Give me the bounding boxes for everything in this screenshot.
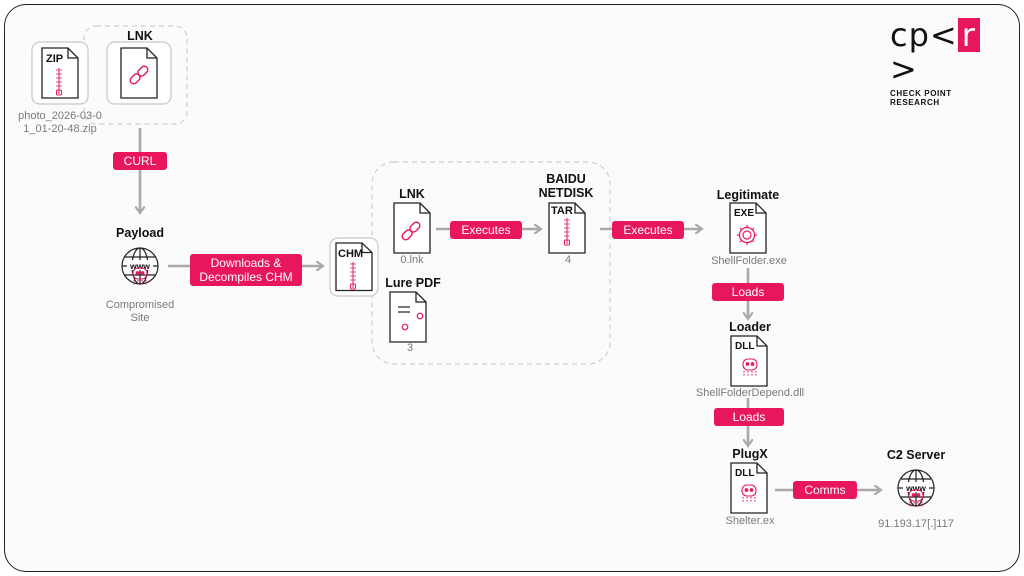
chm-badge: CHM [338,248,363,260]
tar-file-icon: TAR [548,202,586,254]
lnk-inner-title: LNK [399,187,425,201]
logo-prefix: cp< [890,16,958,54]
tar-caption: 4 [564,254,572,266]
logo-mark: cp<r > [890,18,1002,86]
plugx-title: PlugX [732,447,768,461]
c2-www-badge: www [905,483,926,493]
edge-label-curl: CURL [113,152,167,170]
gear-icon [737,225,757,245]
loader-title: Loader [729,320,771,334]
check-point-research-logo: cp<r > CHECK POINT RESEARCH [890,18,1002,107]
loader-caption: ShellFolderDepend.dll [695,387,805,399]
edge-label-loads-2: Loads [714,408,784,426]
c2-server-caption: 91.193.17[.]117 [878,518,954,530]
payload-www-badge: www [129,261,150,271]
tar-badge: TAR [551,205,573,217]
edge-label-executes-1: Executes [450,221,522,239]
plugx-badge: DLL [735,468,754,479]
lnk-inner-file-icon [393,202,431,254]
zip-file-icon: ZIP [31,41,89,105]
archive-group-box [371,161,611,365]
lnk-inner-caption: 0.lnk [400,254,424,266]
logo-suffix: > [890,50,918,88]
edges [140,128,880,490]
zip-badge: ZIP [46,53,63,65]
payload-globe-icon: www [121,247,159,287]
exe-file-icon: EXE [729,202,767,254]
payload-caption: Compromised Site [105,299,175,324]
exe-badge: EXE [734,208,754,219]
c2-server-title: C2 Server [886,448,946,462]
logo-accent: r [957,18,980,52]
logo-tagline: CHECK POINT RESEARCH [890,89,952,107]
lure-pdf-title: Lure PDF [385,276,441,290]
c2-globe-icon: www [897,469,935,509]
edge-label-executes-2: Executes [612,221,684,239]
chm-file-icon: CHM [329,237,379,297]
lure-pdf-caption: 3 [406,342,414,354]
legitimate-title: Legitimate [716,188,780,202]
edge-label-comms: Comms [793,481,857,499]
lure-pdf-icon [389,291,427,343]
payload-title: Payload [116,226,164,240]
loader-dll-icon: DLL [730,335,768,387]
lnk-file-icon [106,41,172,105]
zip-caption: photo_2026-03-01_01-20-48.zip [18,110,102,135]
edge-label-loads-1: Loads [712,283,784,301]
legitimate-caption: ShellFolder.exe [711,255,787,267]
baidu-netdisk-title: BAIDU NETDISK [538,172,594,200]
edge-label-downloads: Downloads & Decompiles CHM [190,254,302,286]
loader-badge: DLL [735,341,754,352]
plugx-caption: Shelter.ex [725,515,775,527]
lnk-title: LNK [127,29,153,43]
plugx-dll-icon: DLL [730,462,768,514]
diagram-frame [4,4,1020,572]
